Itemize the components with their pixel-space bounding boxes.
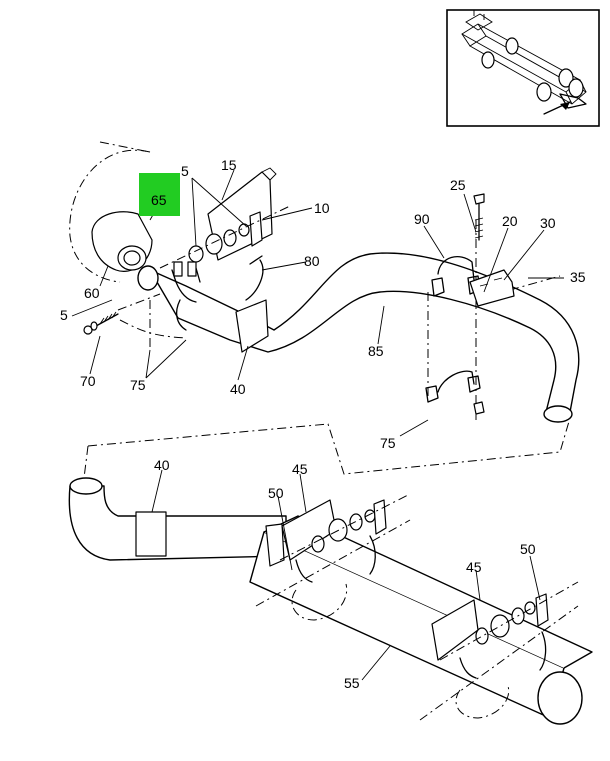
inlet-clamps	[171, 255, 264, 331]
bolt-25	[473, 193, 485, 241]
callout-75-right: 75	[380, 435, 396, 451]
lower-clamp-half	[425, 370, 485, 415]
callout-10: 10	[314, 200, 330, 216]
callout-40-lower: 40	[154, 457, 170, 473]
highlight-box-65	[139, 173, 180, 216]
vehicle-locator-inset	[446, 9, 600, 127]
callout-55: 55	[344, 675, 360, 691]
callout-5-upper: 5	[181, 163, 189, 179]
callout-5-lower: 5	[60, 307, 68, 323]
upper-exhaust-pipe	[137, 252, 580, 423]
bracket-45-upper	[255, 493, 411, 621]
truck-chassis-thumbnail	[461, 10, 587, 115]
callout-45-upper: 45	[292, 461, 308, 477]
callout-60: 60	[84, 285, 100, 301]
callout-25: 25	[450, 177, 466, 193]
bolt-70	[83, 311, 119, 335]
turbocharger-outline	[69, 141, 153, 283]
callout-35: 35	[570, 269, 586, 285]
callout-20: 20	[502, 213, 518, 229]
callout-65: 65	[151, 192, 167, 208]
callout-75-left: 75	[130, 377, 146, 393]
bracket-20-30	[469, 269, 515, 307]
callout-80: 80	[304, 253, 320, 269]
callout-45-lower: 45	[466, 559, 482, 575]
callout-30: 30	[540, 215, 556, 231]
callout-70: 70	[80, 373, 96, 389]
isolator-hardware-upper	[159, 205, 291, 269]
lower-elbow-pipe	[68, 477, 287, 561]
callout-50-upper: 50	[268, 485, 284, 501]
callout-85: 85	[368, 343, 384, 359]
callout-40-upper: 40	[230, 381, 246, 397]
callout-15: 15	[221, 157, 237, 173]
routing-lines	[83, 220, 571, 479]
bracket-45-lower	[419, 581, 579, 721]
callout-50-lower: 50	[520, 541, 536, 557]
callout-90: 90	[414, 211, 430, 227]
callout-labels: 5 15 65 10 80 60 5 70 75 40 85 25 90 20 …	[60, 157, 586, 691]
